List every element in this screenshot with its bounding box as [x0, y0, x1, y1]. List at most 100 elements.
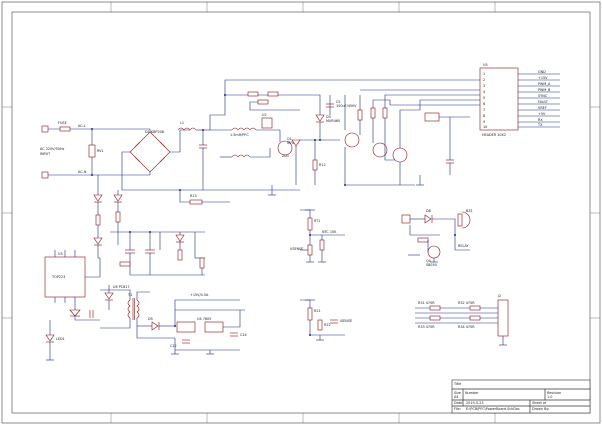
- driver-diode-label: D8: [426, 209, 431, 213]
- aux-output-label: +15V/0.5A: [190, 293, 209, 297]
- vsense-label: VSENSE: [290, 247, 303, 251]
- bulk-cap-label: C5: [336, 100, 341, 104]
- connector-signal: RX: [538, 118, 543, 122]
- driver-section: D8 BZ1 Q4 S8050 RELAY: [401, 209, 473, 267]
- connector-signals: GND +15V PWM_A PWM_B SYNC FAULT VREF +5V…: [537, 70, 551, 127]
- resistor-r1: [247, 91, 259, 97]
- revision-label: Revision: [547, 391, 561, 395]
- pfc-zener: [291, 139, 301, 147]
- transistor-q3: [372, 142, 388, 158]
- junctions: [91, 94, 456, 336]
- regulator-ic-2: [204, 321, 224, 333]
- connector-signal: +5V: [538, 112, 546, 116]
- resistor-r13: [189, 199, 203, 205]
- pfc-diode-label: D3: [326, 115, 331, 119]
- small-ic: [424, 112, 440, 122]
- pfc-inductor-label: 1.5mH/PFC: [230, 133, 249, 137]
- relay-label: RELAY: [458, 244, 470, 248]
- aux-rectifier: [151, 321, 159, 331]
- pfc-mosfet: [277, 140, 293, 156]
- varistor: [88, 144, 96, 158]
- j2-resistor-label-4: R34 470R: [458, 325, 475, 329]
- regulator-cap-out: C14: [240, 333, 247, 337]
- pfc-choke: [231, 154, 251, 158]
- connector-pins: 1 2 3 4 5 6 7 8 9 10: [483, 72, 487, 129]
- title-block: Title Size A4 Number Revision 1.0 Date: …: [451, 379, 591, 414]
- connector-body: [479, 67, 519, 131]
- output-stage: [344, 89, 480, 186]
- aux-diode-d2: [93, 194, 103, 202]
- aux-supply-section: U3 TOP223 T1 D5 LED1: [44, 175, 205, 361]
- pfc-mosfet-part: IRF840: [287, 141, 299, 145]
- connector-signal: VREF: [538, 106, 547, 110]
- driver-diode: [424, 214, 432, 224]
- connector-signal: +15V: [538, 76, 548, 80]
- aux-snubber-diode: [69, 309, 81, 317]
- aux-resistor-3: [177, 249, 183, 261]
- isense-resistor-2: [317, 319, 323, 331]
- pfc-mosfet-label: Q1: [287, 137, 292, 141]
- divider-top-label: R21: [314, 309, 321, 313]
- bridge-rectifier: [129, 131, 171, 173]
- connector-label: U5: [483, 63, 488, 67]
- driver-connector: [401, 214, 411, 224]
- connector-signal: PWM_B: [538, 88, 551, 92]
- connector-pin: 7: [483, 108, 485, 112]
- title-label: Title: [453, 382, 461, 386]
- resistor-r15: [370, 107, 376, 119]
- date-label: Date:: [454, 401, 463, 405]
- ac-input-title: AC 220V/50Hz: [40, 147, 65, 151]
- file-value: E:\PCB\PFC\PowerBoard.SchDoc: [466, 407, 520, 411]
- transformer-secondary: [136, 299, 140, 319]
- regulator-cap-in: C12: [170, 344, 177, 348]
- pfc-section: 1.5mH/PFC U2 Q1 IRF840 ZD1 D3 MUR460 R12: [179, 79, 480, 205]
- connector-signal: SYNC: [538, 94, 548, 98]
- connector-pin: 9: [483, 120, 485, 124]
- transistor-q5: [392, 147, 408, 163]
- j2-resistor-label-1: R31 470R: [418, 301, 435, 305]
- transformer-label: T1: [127, 293, 132, 297]
- divider-bot-label: R22: [324, 323, 331, 327]
- aux-ic-label: U3: [58, 252, 63, 256]
- ntc-value: NTC 10K: [322, 230, 337, 234]
- connector-pin: 2: [483, 78, 485, 82]
- connector-signal: GND: [538, 70, 546, 74]
- bulk-cap-value: 100uF/450V: [336, 104, 357, 108]
- pfc-inductor: [231, 127, 257, 131]
- regulator-ic: [176, 321, 196, 333]
- transformer-primary: [127, 299, 131, 319]
- aux-resistor-5: [119, 261, 131, 267]
- resistor-r14: [357, 109, 363, 121]
- connector-pin: 4: [483, 90, 485, 94]
- j2-resistor: [469, 315, 481, 321]
- resistor-r12: [312, 159, 318, 171]
- connector-pin: 10: [483, 125, 487, 129]
- ac-neutral-label: AC-N: [78, 170, 87, 174]
- ac-input-section: AC 220V/50Hz INPUT AC-L AC-N FUSE RV1 D1…: [40, 121, 210, 191]
- file-label: File:: [454, 407, 461, 411]
- connector-signal: TX: [537, 123, 543, 127]
- fuse-label: FUSE: [58, 121, 67, 125]
- driver-transistor-part: S8050: [426, 263, 437, 267]
- divider-resistor-2: [319, 239, 325, 251]
- isense-label: ISENSE: [340, 319, 352, 323]
- aux-resistor-2: [115, 211, 121, 223]
- connector-part: HEADER 10X2: [482, 133, 506, 137]
- aux-rectifier-label: D5: [148, 317, 153, 321]
- aux-resistor: [95, 214, 101, 226]
- pfc-diode: [315, 114, 325, 122]
- pfc-zener-label: ZD1: [282, 154, 289, 158]
- sheet-label: Sheet of: [532, 401, 547, 405]
- ac-terminal-n: [41, 171, 49, 179]
- ac-terminal-l: [41, 125, 49, 133]
- aux-resistor-4: [199, 257, 205, 269]
- aux-diode-d4: [113, 194, 123, 202]
- driver-resistor: [417, 237, 429, 243]
- header-connector: U5 HEADER 10X2 1 2 3 4 5 6 7 8 9 10 GND …: [479, 63, 560, 137]
- resistor-r12-label: R12: [319, 163, 326, 167]
- pfc-diode-part: MUR460: [326, 119, 340, 123]
- buzzer-body: [457, 213, 463, 227]
- j2-resistor: [429, 315, 441, 321]
- driver-transistor-label: Q4: [426, 259, 431, 263]
- ac-line-label: AC-L: [78, 124, 86, 128]
